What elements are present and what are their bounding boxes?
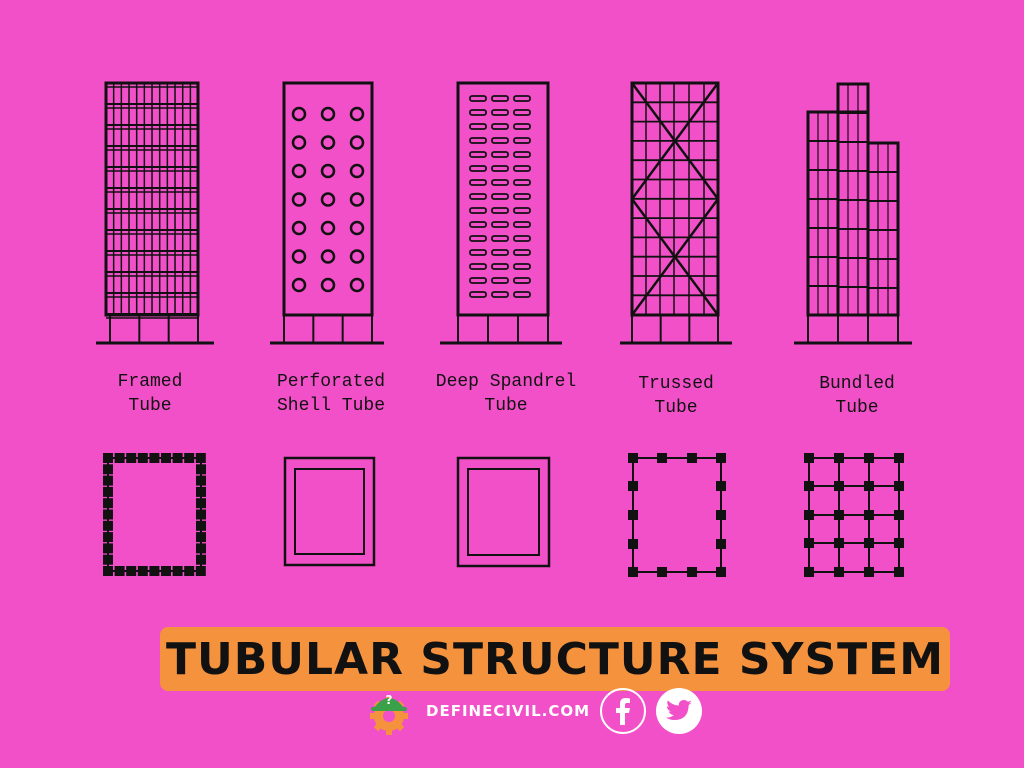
- site-url[interactable]: DEFINECIVIL.COM: [426, 702, 591, 720]
- perforated-shell-tube-elevation: [270, 81, 384, 345]
- twitter-icon[interactable]: [656, 688, 703, 734]
- caption-deep-spandrel-tube: Deep Spandrel Tube: [435, 372, 577, 416]
- brand-footer: ? DEFINECIVIL.COM: [362, 686, 703, 736]
- definecivil-gear-logo-icon[interactable]: ?: [362, 686, 416, 736]
- banner-title: TUBULAR STRUCTURE SYSTEM: [166, 633, 944, 685]
- bundled-tube-elevation: [794, 82, 912, 345]
- trussed-tube-plan: [628, 453, 726, 577]
- caption-perforated-shell-tube: Perforated Shell Tube: [276, 372, 386, 416]
- svg-text:?: ?: [386, 693, 393, 707]
- title-banner: TUBULAR STRUCTURE SYSTEM: [160, 627, 950, 691]
- framed-tube-elevation: [96, 81, 214, 345]
- deep-spandrel-tube-elevation: [440, 81, 562, 345]
- deep-spandrel-tube-plan: [456, 456, 551, 568]
- caption-trussed-tube: Trussed Tube: [638, 374, 714, 418]
- perforated-shell-tube-plan: [283, 456, 376, 567]
- bundled-tube-plan: [804, 453, 904, 577]
- facebook-icon[interactable]: [600, 688, 647, 734]
- framed-tube-plan: [103, 453, 206, 576]
- caption-bundled-tube: Bundled Tube: [819, 374, 895, 418]
- caption-framed-tube: Framed Tube: [117, 372, 183, 416]
- trussed-tube-elevation: [620, 81, 732, 345]
